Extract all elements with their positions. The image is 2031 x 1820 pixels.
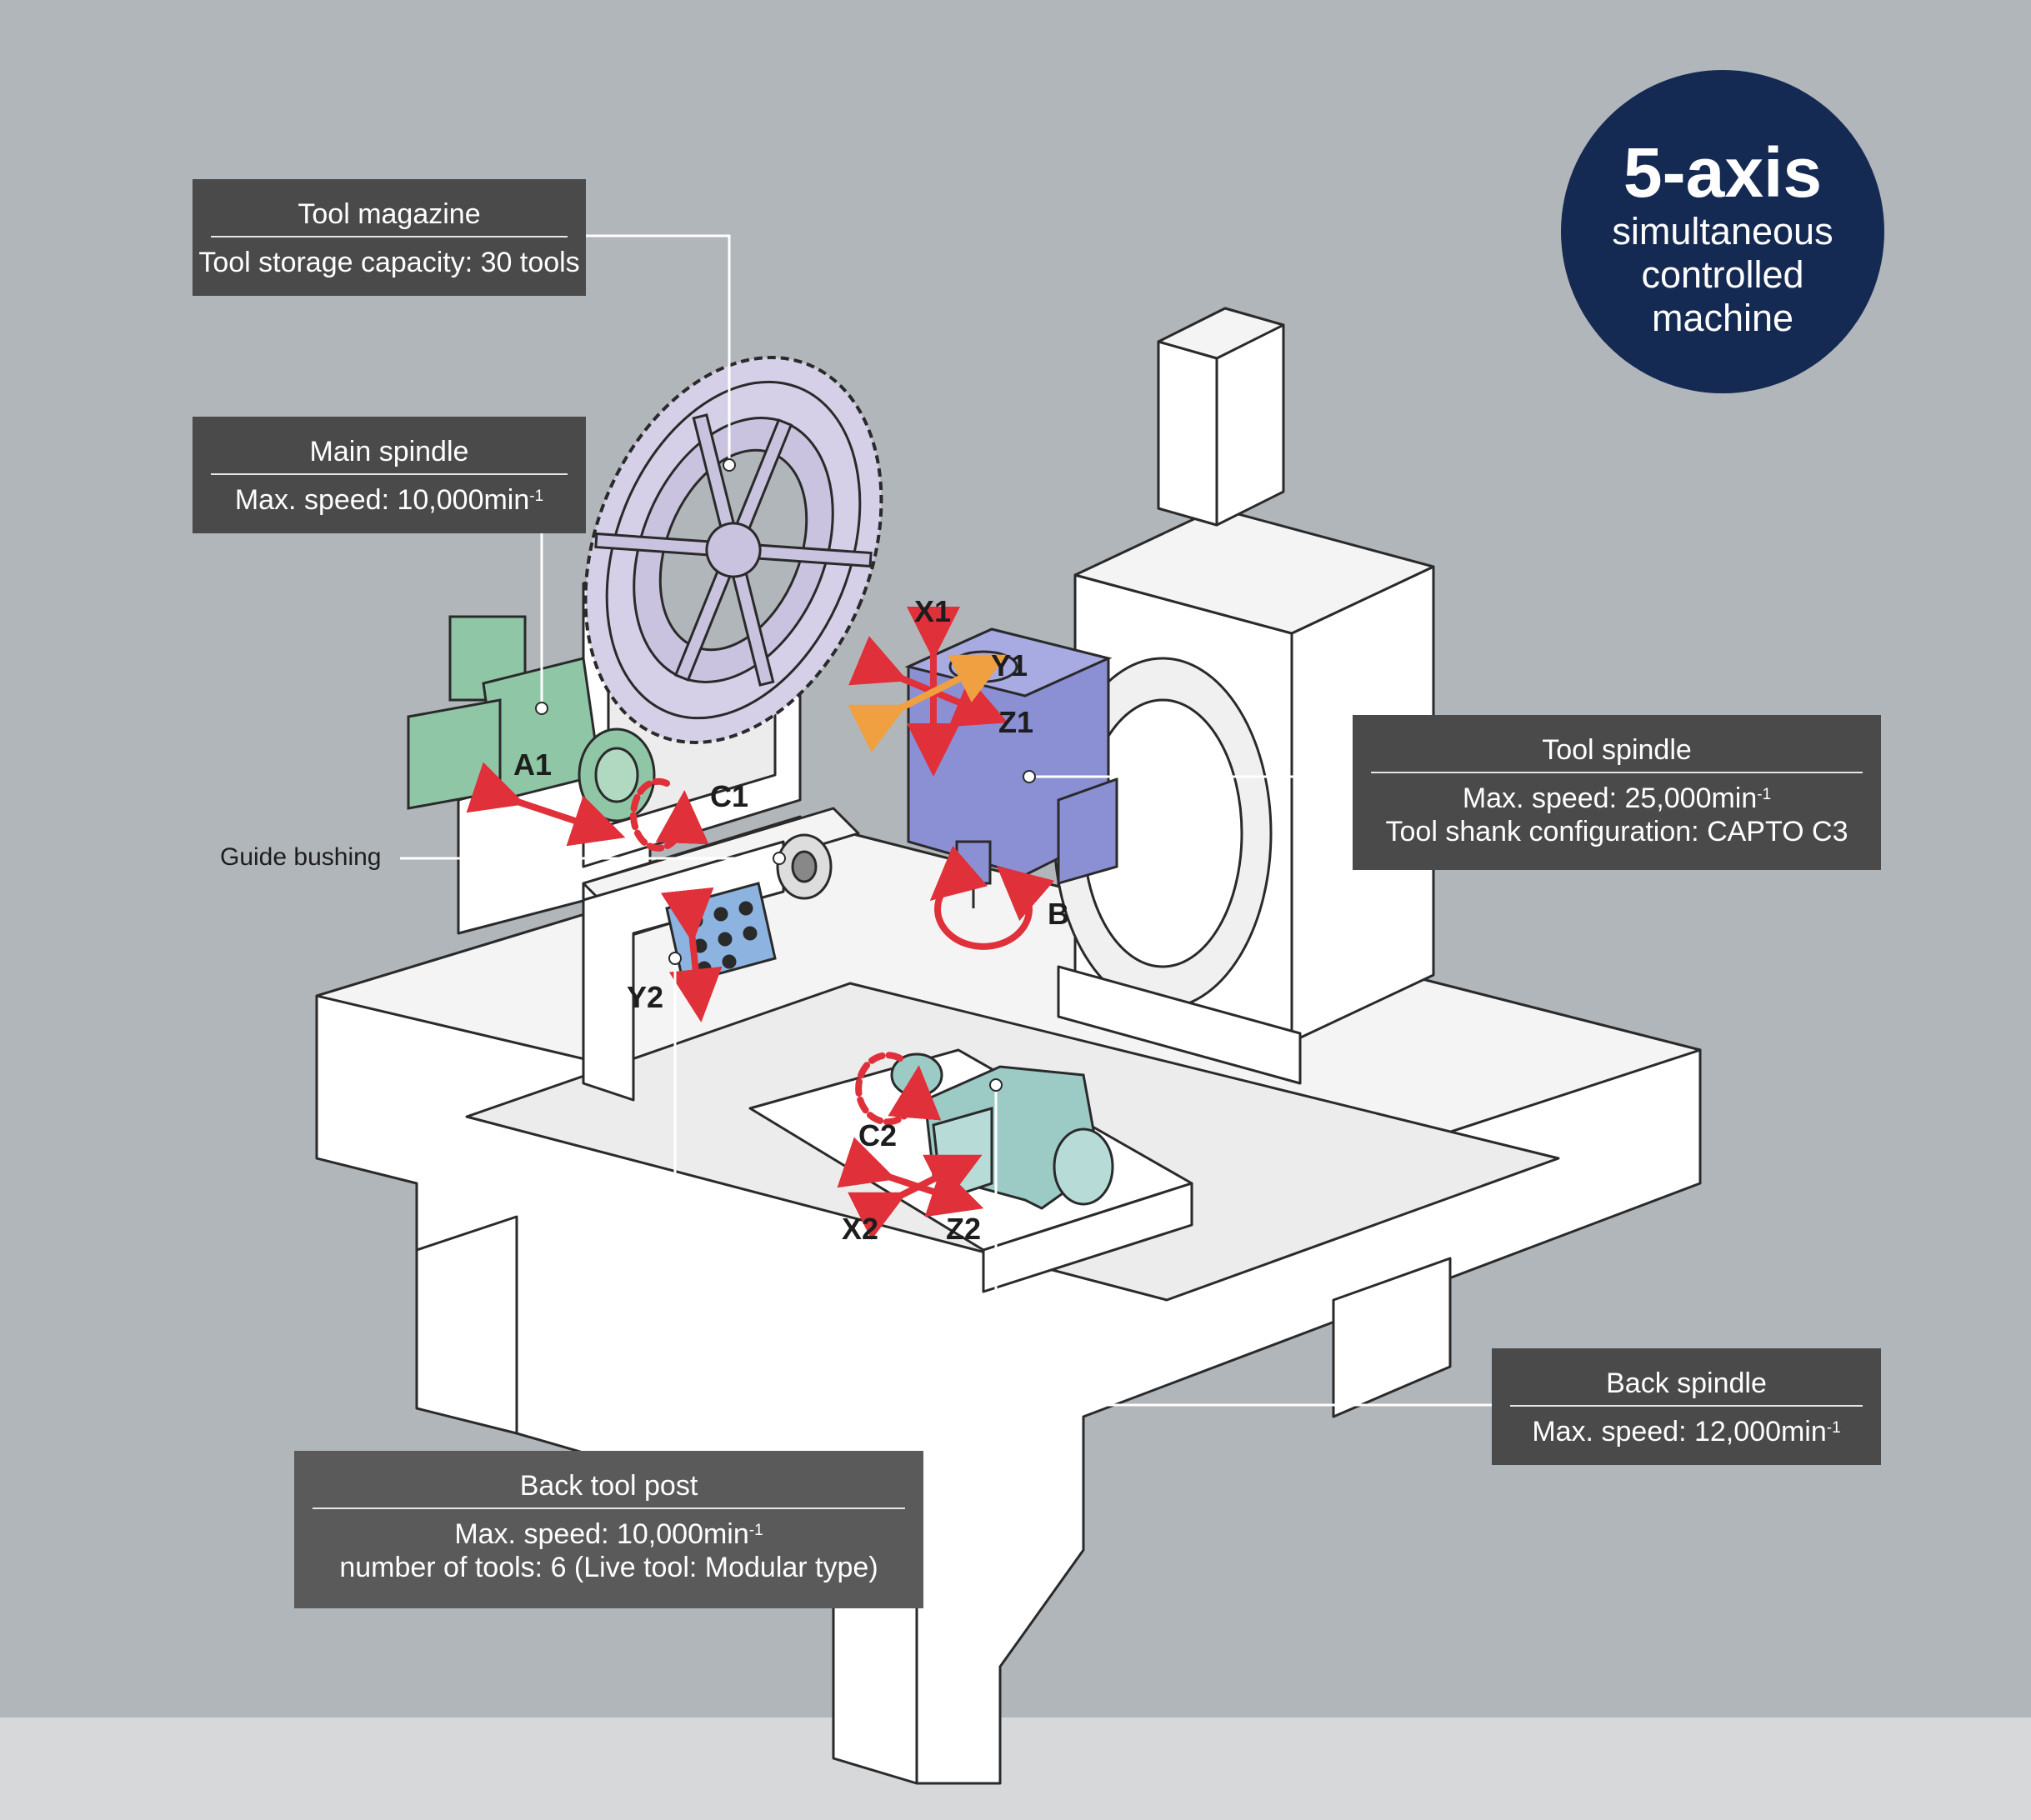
tool-magazine-wheel [583,356,883,744]
speed-text: Max. speed: 25,000min [1462,782,1758,814]
tool-post-stand [582,840,785,1102]
leader-lines [400,234,1492,1450]
back-spindle-callout: Back spindle Max. speed: 12,000min-1 [1492,1348,1881,1465]
badge-title: 5-axis [1623,133,1823,212]
main-spindle-callout: Main spindle Max. speed: 10,000min-1 [193,417,586,533]
callout-line-2: number of tools: 6 (Live tool: Modular t… [339,1552,878,1583]
callout-title: Tool magazine [298,198,481,230]
speed-text: Max. speed: 10,000min [454,1518,749,1550]
callout-line: Tool storage capacity: 30 tools [198,247,580,278]
column-top [1073,507,1435,635]
unit-exponent: -1 [748,1522,763,1539]
right-leg [1332,1257,1452,1418]
axis-label-z2: Z2 [946,1212,982,1246]
badge-line-2: controlled [1641,253,1804,296]
axis-label-y1: Y1 [991,648,1028,682]
five-axis-badge: 5-axis simultaneous controlled machine [1561,70,1884,393]
callout-title: Main spindle [309,436,469,468]
tool-spindle-callout: Tool spindle Max. speed: 25,000min-1 Too… [1353,715,1881,870]
guide-bushing [776,833,833,900]
speed-text: Max. speed: 10,000min [234,484,530,516]
axis-label-x1: X1 [914,594,952,628]
axis-label-c1: C1 [710,779,749,813]
callout-title: Back tool post [519,1470,698,1502]
callout-line: Max. speed: 25,000min-1 [1353,782,1881,815]
callout-line: Max. speed: 10,000min-1 [294,1518,923,1551]
badge-line-3: machine [1651,297,1794,339]
callout-divider [211,236,568,238]
unit-exponent: -1 [529,488,544,505]
unit-exponent: -1 [1757,786,1772,803]
callout-line-2: Tool shank configuration: CAPTO C3 [1385,816,1848,848]
badge-line-1: simultaneous [1612,210,1833,252]
guide-bushing-label: Guide bushing [220,843,382,871]
callout-line: Max. speed: 10,000min-1 [193,483,586,517]
axis-label-b: B [1048,897,1069,931]
callout-divider [313,1508,905,1509]
callout-divider [211,473,568,475]
callout-divider [1371,772,1863,773]
callout-title: Tool spindle [1542,734,1692,766]
speed-text: Max. speed: 12,000min [1532,1416,1827,1448]
axis-label-x2: X2 [842,1212,879,1246]
tool-magazine-callout: Tool magazine Tool storage capacity: 30 … [193,179,586,296]
column-rail [1057,965,1302,1085]
axis-label-y2: Y2 [627,980,664,1014]
axis-label-a1: A1 [513,748,553,782]
callout-line: Max. speed: 12,000min-1 [1492,1415,1881,1448]
unit-exponent: -1 [1826,1419,1841,1437]
axis-arrows [466,607,1055,1240]
back-tool-post-callout: Back tool post Max. speed: 10,000min-1 n… [294,1451,923,1608]
axis-label-c2: C2 [858,1118,898,1152]
callout-title: Back spindle [1606,1368,1767,1399]
left-pedestal [415,1215,518,1435]
column-cap-front [1157,340,1218,527]
callout-divider [1510,1405,1863,1407]
axis-label-z1: Z1 [998,705,1034,739]
floor-band [0,1718,2031,1820]
